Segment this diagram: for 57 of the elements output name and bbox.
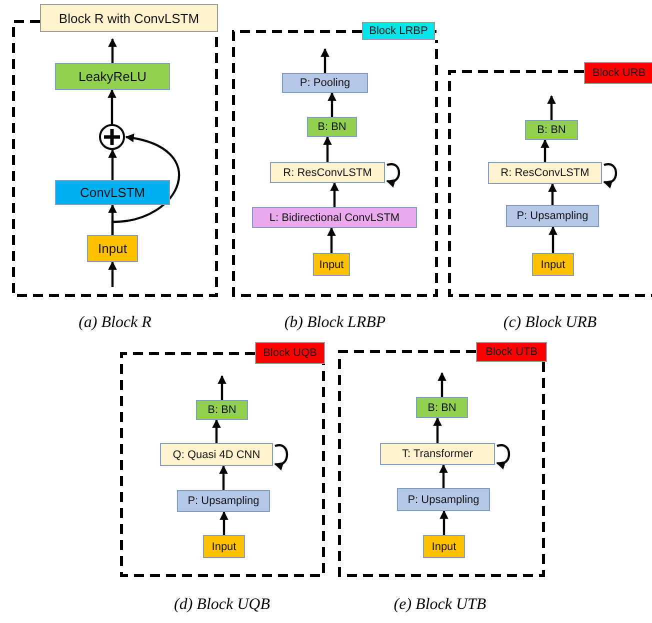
arrow [547,95,556,120]
arrow [548,183,557,205]
layer-box: Q: Quasi 4D CNN [160,443,273,466]
block-title: Block R with ConvLSTM [40,4,218,32]
layer-box: B: BN [525,120,578,140]
layer-box: P: Pooling [282,73,368,93]
layer-box: Input [203,535,245,558]
layer-box: R: ResConvLSTM [270,162,385,183]
layer-box: P: Upsampling [177,490,270,512]
arrow [440,510,448,535]
arrow [212,419,221,443]
layer-box: B: BN [416,397,468,418]
arrow [108,261,117,287]
layer-box: Input [423,535,465,558]
arrow [219,465,228,490]
arrow [327,227,336,253]
layer-box: LeakyReLU [55,63,170,90]
layer-box: ConvLSTM [55,180,170,205]
block-title: Block UTB [476,342,547,362]
block-title: Block LRBP [362,22,435,40]
layer-box: R: ResConvLSTM [488,162,602,184]
layer-box: T: Transformer [380,443,495,465]
self-loop-arrow [386,163,400,187]
self-loop-arrow [274,444,288,470]
layer-box: Input [313,253,350,276]
layer-box: Input [532,253,574,276]
panel-caption: (d) Block UQB [174,596,270,614]
panel-caption: (e) Block UTB [394,596,486,614]
arrow [438,372,446,397]
arrow [439,464,448,488]
arrow [220,511,228,535]
layer-box: P: Upsampling [397,488,490,511]
self-loop-arrow [496,444,510,469]
sum-circle [99,124,125,150]
layer-box: P: Upsampling [506,205,599,227]
arrow [548,226,558,253]
panel-caption: (b) Block LRBP [284,314,386,332]
arrow [323,136,332,162]
arrow [330,182,339,207]
panel-caption: (c) Block URB [503,314,597,332]
block-title: Block UQB [255,342,325,364]
arrow [540,139,550,162]
arrow [108,89,116,124]
arrow [111,134,180,235]
arrow [108,38,117,63]
arrow [328,92,336,117]
layer-box: L: Bidirectional ConvLSTM [252,207,417,228]
arrow [320,48,330,73]
self-loop-arrow [603,163,618,188]
layer-box: Input [87,235,138,262]
layer-box: B: BN [196,400,248,420]
block-title: Block URB [584,62,652,84]
layer-box: B: BN [307,117,357,137]
arrow [218,375,226,400]
arrow [108,149,117,180]
panel-caption: (a) Block R [78,314,152,332]
arrow [433,417,442,443]
